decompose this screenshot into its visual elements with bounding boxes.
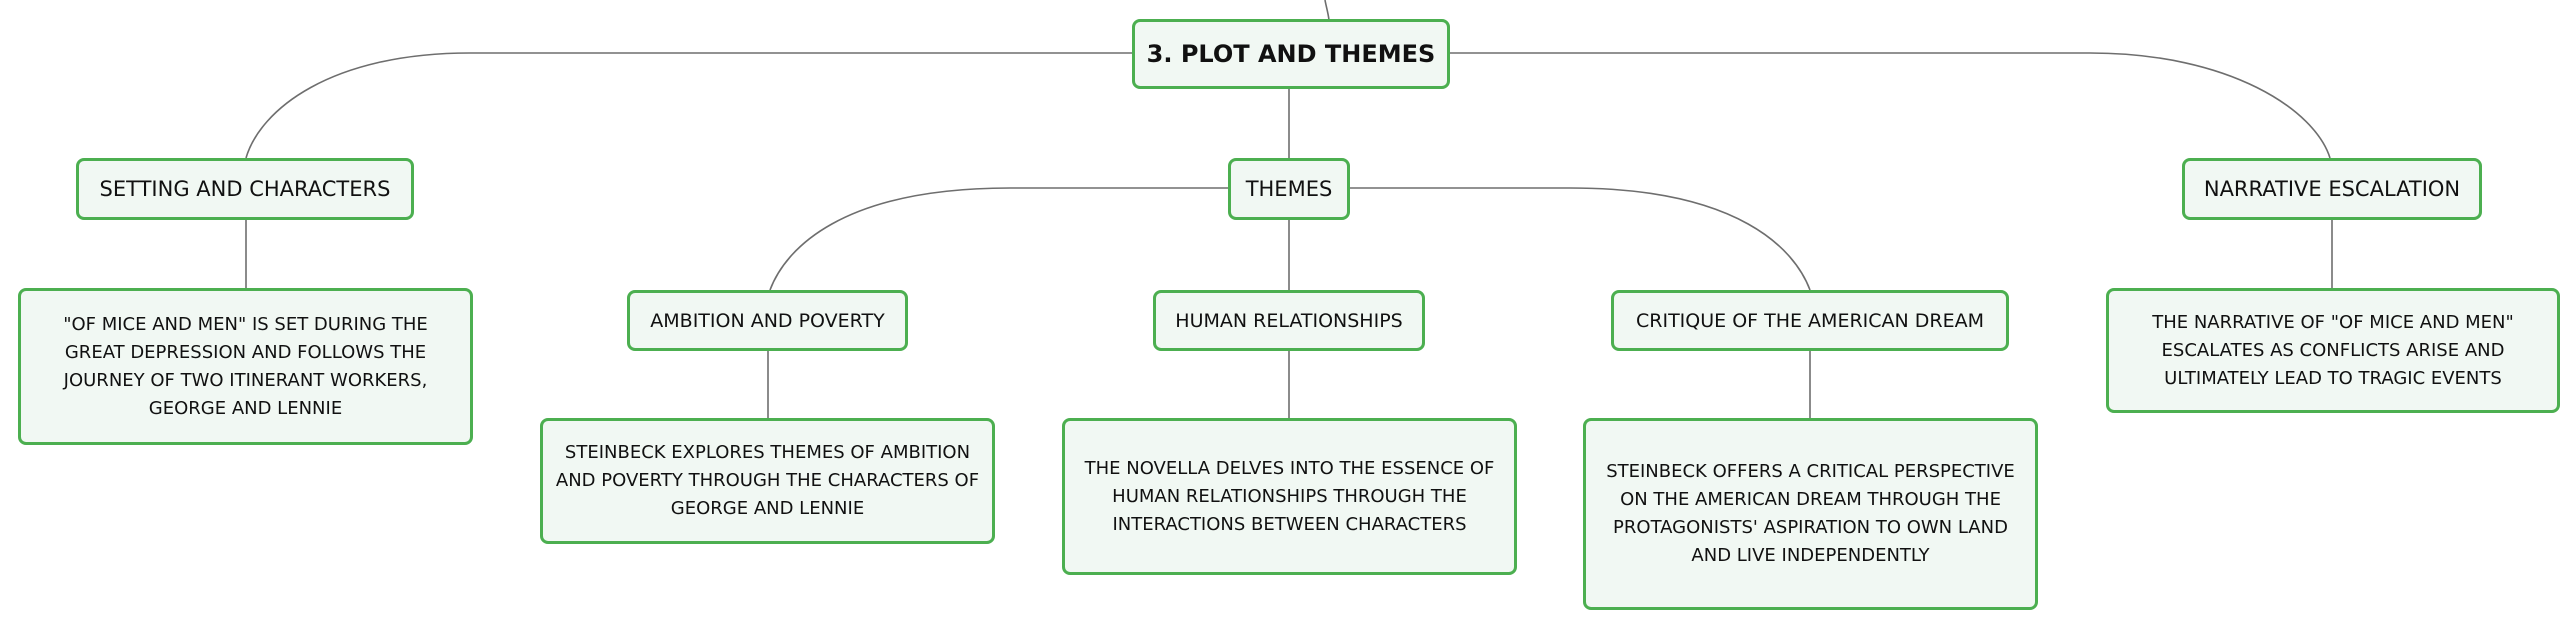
detail-human-relationships[interactable]: THE NOVELLA DELVES INTO THE ESSENCE OF H… [1062, 418, 1517, 575]
sub-node-human-relationships[interactable]: HUMAN RELATIONSHIPS [1153, 290, 1425, 351]
branch-node-themes[interactable]: THEMES [1228, 158, 1350, 220]
branch-node-setting-and-characters[interactable]: SETTING AND CHARACTERS [76, 158, 414, 220]
sub-node-label: HUMAN RELATIONSHIPS [1175, 309, 1403, 332]
detail-text: STEINBECK OFFERS A CRITICAL PERSPECTIVE … [1606, 461, 2015, 566]
branch-node-label: SETTING AND CHARACTERS [99, 177, 391, 201]
branch-node-narrative-escalation[interactable]: NARRATIVE ESCALATION [2182, 158, 2482, 220]
detail-text: THE NARRATIVE OF "OF MICE AND MEN" ESCAL… [2152, 311, 2514, 389]
sub-node-ambition-and-poverty[interactable]: AMBITION AND POVERTY [627, 290, 908, 351]
root-node[interactable]: 3. PLOT AND THEMES [1132, 19, 1450, 89]
branch-node-label: NARRATIVE ESCALATION [2203, 177, 2461, 201]
detail-setting-and-characters[interactable]: "OF MICE AND MEN" IS SET DURING THE GREA… [18, 288, 473, 445]
detail-narrative-escalation[interactable]: THE NARRATIVE OF "OF MICE AND MEN" ESCAL… [2106, 288, 2560, 413]
connector-themes-to-critique [1349, 187, 1811, 291]
sub-node-critique-of-the-american-dream[interactable]: CRITIQUE OF THE AMERICAN DREAM [1611, 290, 2009, 351]
sub-node-label: CRITIQUE OF THE AMERICAN DREAM [1636, 309, 1984, 332]
detail-text: "OF MICE AND MEN" IS SET DURING THE GREA… [63, 313, 428, 419]
detail-critique-of-the-american-dream[interactable]: STEINBECK OFFERS A CRITICAL PERSPECTIVE … [1583, 418, 2038, 610]
connector-parent-to-root [1324, 0, 1330, 21]
detail-text: STEINBECK EXPLORES THEMES OF AMBITION AN… [555, 442, 980, 519]
connector-themes-to-ambition [769, 187, 1229, 291]
detail-ambition-and-poverty[interactable]: STEINBECK EXPLORES THEMES OF AMBITION AN… [540, 418, 995, 544]
sub-node-label: AMBITION AND POVERTY [650, 309, 885, 332]
detail-text: THE NOVELLA DELVES INTO THE ESSENCE OF H… [1084, 457, 1495, 535]
connector-root-to-narrative [1447, 52, 2331, 159]
branch-node-label: THEMES [1245, 177, 1333, 201]
root-node-label: 3. PLOT AND THEMES [1146, 40, 1436, 68]
connector-root-to-setting [245, 52, 1136, 159]
